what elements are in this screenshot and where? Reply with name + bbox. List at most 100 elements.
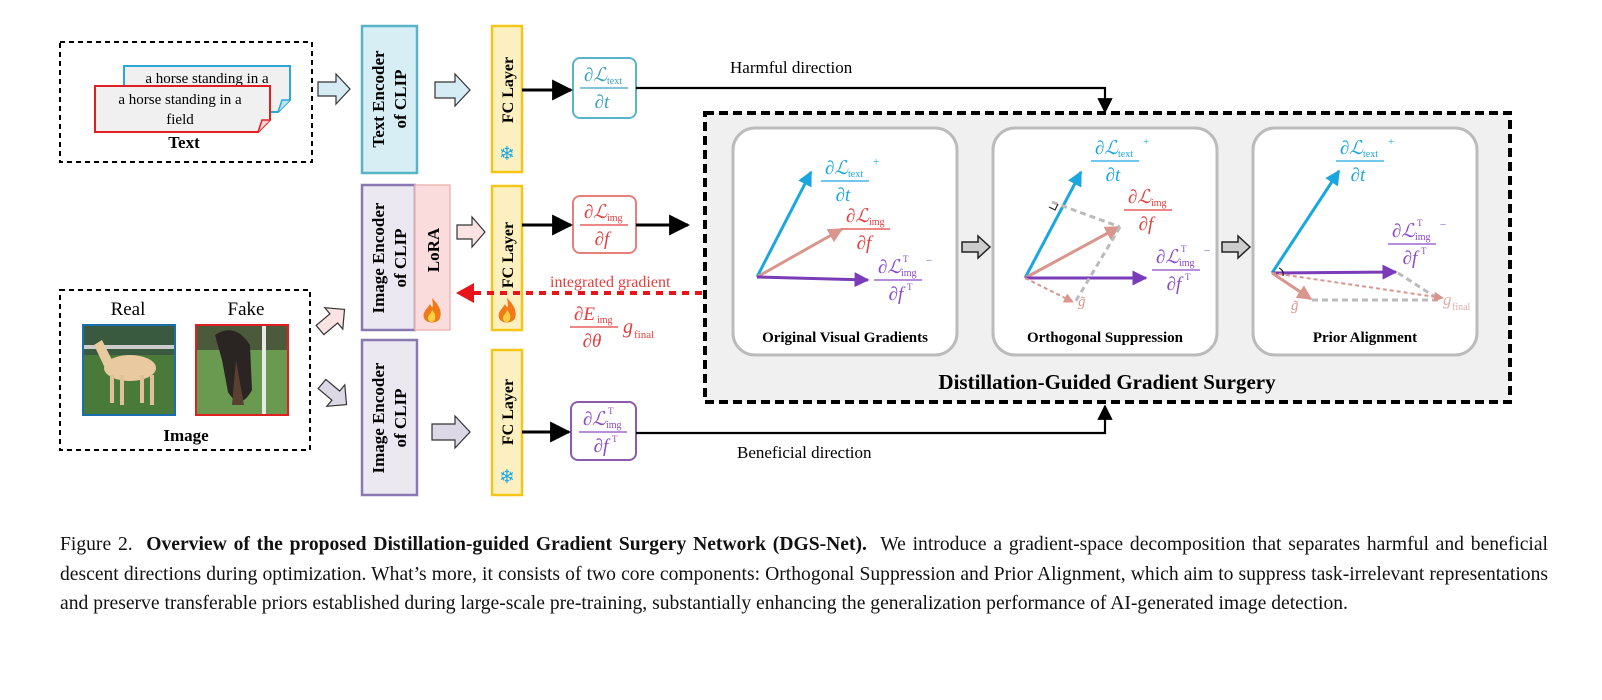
- arrowhead: [456, 283, 474, 303]
- sign: +: [1388, 136, 1394, 148]
- subscript: img: [1415, 232, 1431, 243]
- fc-layer-label: FC Layer: [500, 379, 517, 445]
- sign: +: [1143, 136, 1149, 148]
- snowflake-icon: ❄: [499, 144, 515, 165]
- subscript: text: [1118, 149, 1133, 160]
- hollow-arrow-icon: [317, 72, 351, 106]
- g-final-subscript: final: [1452, 302, 1471, 313]
- caption-title: Overview of the proposed Distillation-gu…: [146, 534, 867, 555]
- real-horse-image: [82, 324, 176, 416]
- panel-title: Prior Alignment: [1313, 330, 1417, 346]
- right-angle-mark: [1048, 203, 1059, 211]
- image-encoder-label: Image Encoder: [369, 202, 388, 313]
- projection-line: [1051, 200, 1121, 229]
- g-final-label: g: [1443, 290, 1452, 309]
- denominator: ∂f: [594, 436, 611, 457]
- projection-line: [1397, 271, 1441, 302]
- panel-title: Orthogonal Suppression: [1027, 330, 1184, 346]
- harmful-direction-label: Harmful direction: [730, 58, 853, 77]
- denominator: ∂f: [595, 229, 612, 250]
- real-label: Real: [111, 299, 146, 320]
- subscript: img: [606, 420, 622, 431]
- harmful-direction-arrow: [636, 86, 1113, 114]
- numerator: ∂ℒ: [1392, 221, 1416, 242]
- subscript: text: [607, 76, 622, 87]
- hollow-arrow-icon: [315, 306, 346, 336]
- subscript: img: [597, 315, 613, 326]
- beneficial-direction-arrow: [636, 404, 1113, 435]
- numerator: ∂ℒ: [1340, 138, 1364, 159]
- g-tilde-label: g̃: [1291, 298, 1299, 314]
- superscript: T: [903, 254, 909, 264]
- numerator: ∂ℒ: [584, 202, 608, 223]
- numerator: ∂ℒ: [846, 206, 870, 227]
- denominator: ∂t: [836, 185, 851, 206]
- g-final-symbol: g: [623, 316, 633, 338]
- fc-layer-image-lora: FC Layer: [490, 184, 524, 332]
- numerator: ∂ℒ: [1128, 187, 1152, 208]
- g-tilde-vector: [1024, 277, 1074, 303]
- panel-orthogonal: [991, 126, 1219, 357]
- image-input-label: Image: [163, 426, 209, 445]
- image-encoder-label: of CLIP: [391, 228, 410, 287]
- denominator-superscript: T: [1421, 246, 1427, 256]
- numerator: ∂ℒ: [1156, 247, 1180, 268]
- text-input-group: a horse standing in a a horse standing i…: [59, 41, 313, 163]
- text-gradient-vector: [1270, 169, 1341, 274]
- denominator-superscript: T: [612, 434, 618, 444]
- hollow-arrow-icon: [1221, 234, 1252, 260]
- panel-original: [731, 126, 959, 357]
- image-encoder-frozen-block: Image Encoder of CLIP: [360, 338, 419, 497]
- fc-layer-label: FC Layer: [500, 57, 517, 123]
- text-encoder-block: Text Encoder of CLIP: [360, 24, 419, 175]
- image-input-group: Real Fake Image: [59, 289, 311, 451]
- image-encoder-lora-block: Image Encoder of CLIP LoRA: [360, 183, 451, 332]
- beneficial-direction-label: Beneficial direction: [737, 443, 872, 462]
- image-encoder-label: Image Encoder: [369, 362, 388, 473]
- denominator: ∂f: [1403, 248, 1420, 269]
- hollow-arrow-icon: [961, 234, 992, 260]
- numerator: ∂ℒ: [583, 409, 607, 430]
- image-gradient-vector: [756, 227, 844, 279]
- panel-title: Original Visual Gradients: [762, 330, 928, 346]
- text-gradient-vector: [755, 170, 813, 278]
- lora-block: [414, 184, 451, 331]
- snowflake-icon: ❄: [499, 467, 515, 488]
- superscript: T: [1181, 244, 1187, 254]
- numerator: ∂ℒ: [584, 65, 608, 86]
- lora-label: LoRA: [424, 227, 443, 272]
- hollow-arrow-icon: [434, 72, 471, 108]
- image-encoder-label: of CLIP: [391, 388, 410, 447]
- panel-prior: [1251, 126, 1479, 357]
- sign: −: [1440, 219, 1446, 231]
- numerator: ∂ℒ: [825, 158, 849, 179]
- hollow-arrow-icon: [431, 414, 471, 450]
- fc-layer-image-frozen: FC Layer ❄: [490, 348, 524, 497]
- denominator: ∂t: [1106, 165, 1121, 186]
- denominator: ∂t: [595, 92, 610, 113]
- fc-layer-text: FC Layer ❄: [490, 24, 524, 174]
- denominator: ∂f: [889, 284, 906, 305]
- text-input-label: Text: [168, 133, 200, 152]
- text-note-front-line2: field: [166, 112, 194, 128]
- hollow-arrow-icon: [456, 215, 486, 249]
- subscript: img: [1151, 198, 1167, 209]
- subscript: img: [901, 268, 917, 279]
- sign: −: [926, 255, 932, 267]
- projection-line: [1072, 226, 1122, 305]
- frozen-gradient-vector: [756, 272, 870, 288]
- g-tilde-vector: [1271, 271, 1313, 301]
- angle-mark: [1278, 267, 1284, 277]
- text-note-back-text: a horse standing in a: [145, 71, 269, 87]
- subscript: text: [1363, 149, 1378, 160]
